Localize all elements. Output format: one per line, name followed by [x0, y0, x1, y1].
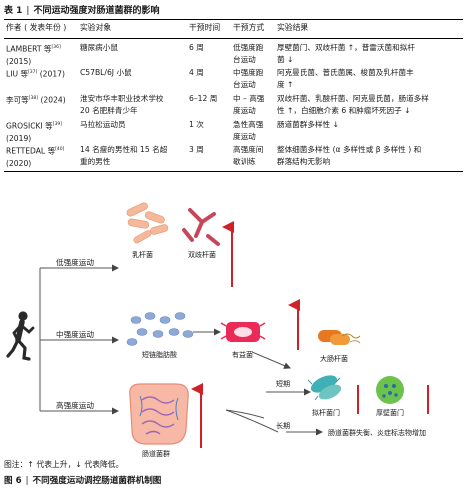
row-subject: 马拉松运动员: [80, 120, 126, 129]
row-result: 双歧杆菌、乳酸杆菌、阿克曼氏菌，肠道多样性 ↑，白细胞介素 6 和肿瘤坏死因子 …: [277, 94, 429, 115]
row-method: 低强度跑台运动: [233, 43, 264, 64]
row-time: 6–12 周: [189, 94, 218, 103]
row-time: 4 周: [189, 68, 204, 77]
arrow-beneficial-ecoli: [251, 351, 291, 369]
beneficial-bacteria-icon: [220, 322, 266, 342]
header-subject: 实验对象: [80, 23, 112, 32]
row-method: 急性高强度运动: [233, 120, 264, 141]
long-term-label: 长期: [276, 422, 290, 430]
row-result: 整体细菌多样性 (α 多样性或 β 多样性 ) 和群落结构无影响: [277, 145, 422, 166]
header-author: 作者 ( 发表年份 ): [6, 23, 67, 32]
row-time: 1 次: [189, 120, 204, 129]
short-term-label: 短期: [276, 380, 290, 388]
long-term-result-label: 肠道菌群失衡、炎症标志物增加: [328, 429, 426, 437]
table-row: RETTEDAL 等[40](2020): [6, 146, 65, 168]
header-time: 干预时间: [189, 23, 221, 32]
bacteroidetes-label: 拟杆菌门: [312, 409, 340, 417]
row-result: 厚壁菌门、双歧杆菌 ↑，普雷沃菌和拟杆菌 ↓: [277, 43, 415, 64]
row-time: 3 周: [189, 145, 204, 154]
table-row: GROSICKI 等[39](2019): [6, 121, 62, 143]
row-time: 6 周: [189, 43, 204, 52]
firmicutes-label: 厚壁菌门: [376, 409, 404, 417]
lactobacillus-label: 乳杆菌: [132, 251, 153, 259]
bifidobacterium-icon: [182, 208, 220, 246]
row-result: 阿克曼氏菌、普氏菌属、梭菌及乳杆菌丰度 ↑: [277, 68, 414, 89]
bacteroidetes-icon: [307, 375, 342, 401]
row-method: 中强度跑台运动: [233, 68, 264, 89]
intestine-icon: [129, 383, 189, 445]
header-method: 干预方式: [233, 23, 265, 32]
header-result: 实验结果: [277, 23, 309, 32]
scfa-icon: [126, 312, 194, 346]
ecoli-label: 大肠杆菌: [320, 355, 348, 363]
firmicutes-icon: [376, 376, 404, 404]
table-row: 李可等[38] (2024): [6, 95, 66, 105]
beneficial-label: 有益菌: [232, 351, 253, 359]
row-method: 中 – 高强度运动: [233, 94, 265, 115]
bracket-lower: [225, 409, 279, 433]
row-subject: 糖尿病小鼠: [80, 43, 118, 52]
runner-icon: [6, 311, 35, 361]
low-intensity-label: 低强度运动: [56, 258, 94, 267]
row-subject: C57BL/6J 小鼠: [80, 68, 132, 77]
figure-note: 图注：↑ 代表上升，↓ 代表降低。: [4, 460, 124, 469]
table-header-rule: [4, 38, 463, 39]
table-row: LIU 等[37] (2017): [6, 69, 65, 79]
bifidobacterium-label: 双歧杆菌: [188, 251, 216, 259]
row-result: 肠道菌群多样性 ↓: [277, 120, 339, 129]
table-title: 表 1|不同运动强度对肠道菌群的影响: [4, 6, 160, 16]
bracket-upper: [225, 409, 265, 419]
gut-flora-label: 肠道菌群: [142, 450, 170, 458]
table-bottom-rule: [4, 171, 463, 172]
row-subject: 14 名瘦的男性和 15 名超重的男性: [80, 145, 168, 166]
lactobacillus-icon: [126, 202, 169, 244]
ecoli-icon: [318, 330, 361, 345]
table-top-rule: [4, 19, 463, 20]
mid-intensity-label: 中强度运动: [56, 330, 94, 339]
figure-caption: 图 6|不同强度运动调控肠道菌群机制图: [4, 476, 162, 486]
row-method: 高强度间歇训练: [233, 145, 264, 166]
high-intensity-label: 高强度运动: [56, 401, 94, 410]
table-row: LAMBERT 等[36](2015): [6, 44, 61, 66]
scfa-label: 短链脂肪酸: [142, 351, 177, 359]
